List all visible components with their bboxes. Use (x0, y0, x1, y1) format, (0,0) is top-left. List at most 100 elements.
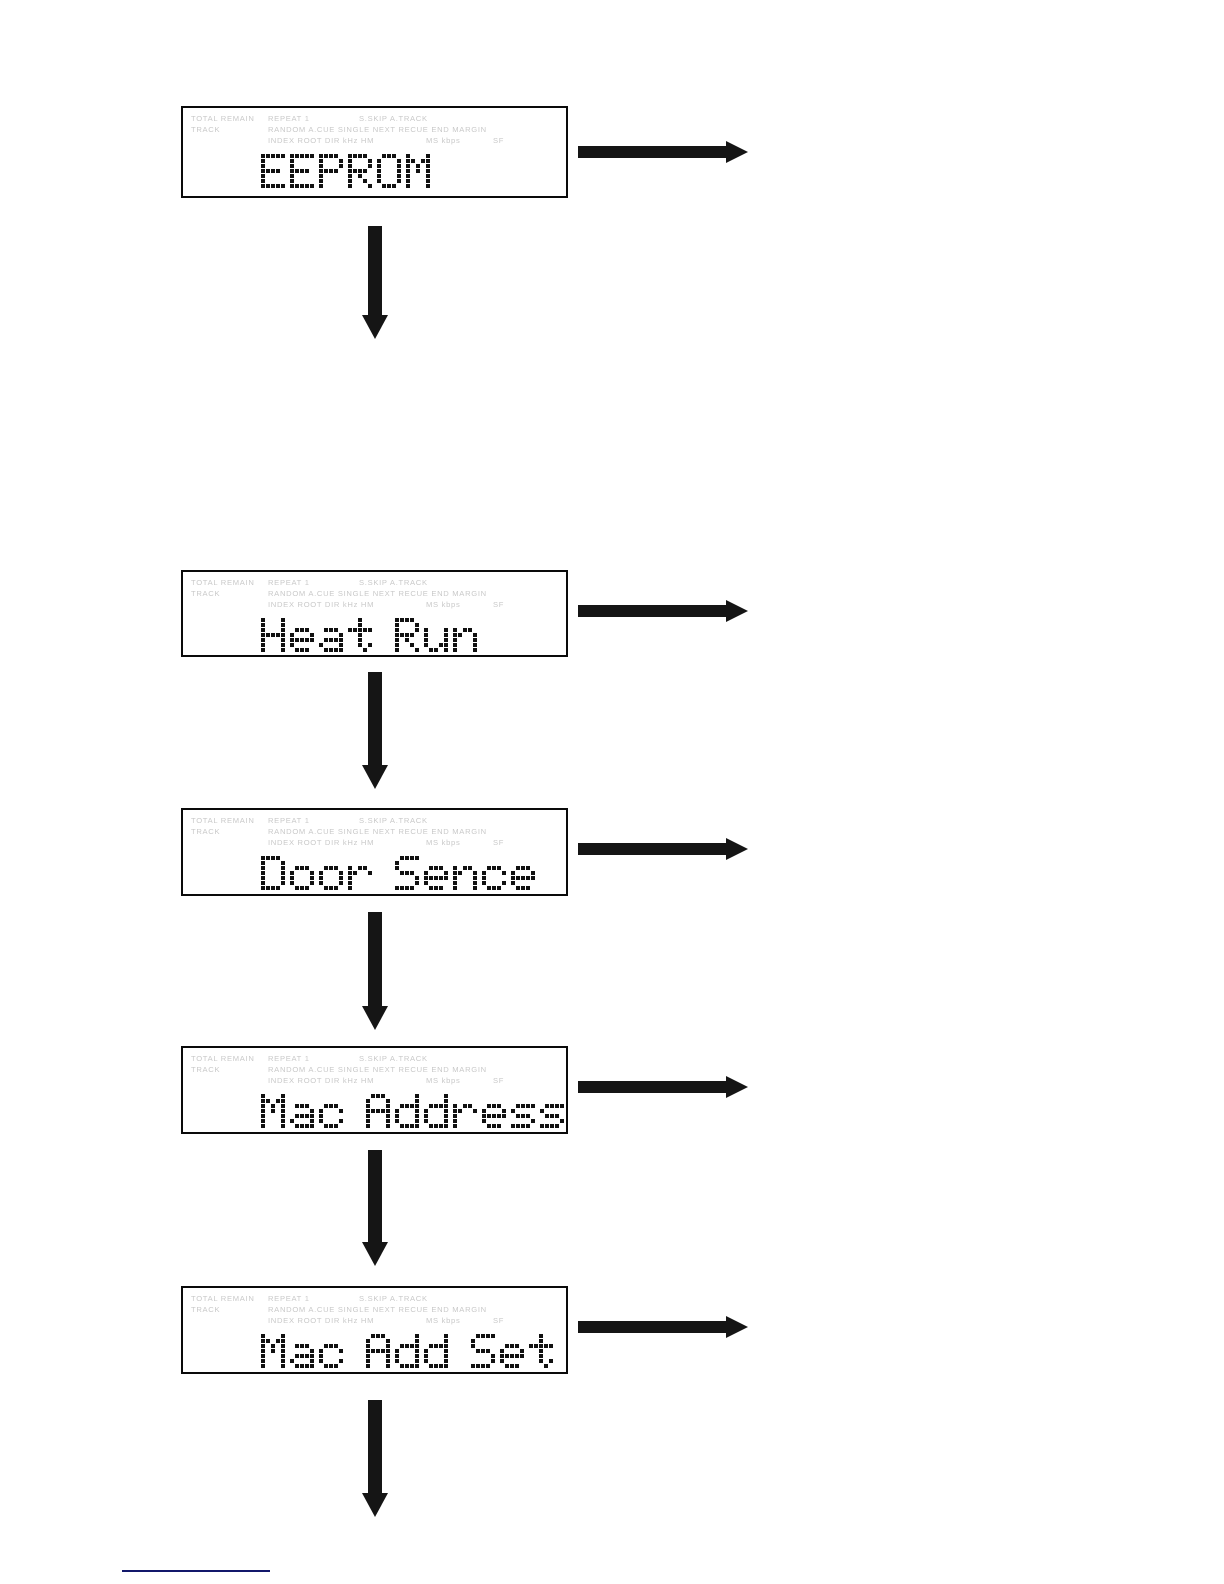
arrow-shaft (578, 1321, 728, 1333)
indicator-ms-kbps: MS kbps (426, 136, 461, 145)
dot-char (482, 1094, 506, 1128)
indicator-index-root-dir: INDEX ROOT DIR kHz HM (268, 1076, 375, 1085)
dot-char (319, 618, 343, 652)
dot-char (511, 856, 535, 890)
dot-char (348, 154, 372, 188)
indicator-total-remain: TOTAL REMAIN (191, 578, 255, 587)
arrow-head-right (726, 600, 748, 622)
dot-matrix-message (183, 1094, 566, 1138)
dot-matrix-message (183, 1334, 566, 1378)
dot-char (424, 1094, 448, 1128)
dot-char (377, 154, 401, 188)
indicator-sf: SF (493, 136, 505, 145)
dot-char (424, 618, 448, 652)
indicator-sf: SF (493, 1076, 505, 1085)
dot-matrix-message (183, 856, 566, 900)
indicator-repeat: REPEAT 1 (268, 1054, 310, 1063)
indicator-index-root-dir: INDEX ROOT DIR kHz HM (268, 600, 375, 609)
indicator-total-remain: TOTAL REMAIN (191, 1054, 255, 1063)
arrow-down-2 (362, 672, 388, 789)
dot-char (406, 154, 430, 188)
indicator-row-3: INDEX ROOT DIR kHz HM MS kbps SF (183, 1076, 566, 1087)
indicator-play-modes: RANDOM A.CUE SINGLE NEXT RECUE END MARGI… (268, 1305, 487, 1314)
arrow-shaft (578, 605, 728, 617)
indicator-repeat: REPEAT 1 (268, 1294, 310, 1303)
arrow-shaft (368, 672, 382, 767)
indicator-sf: SF (493, 600, 505, 609)
dot-matrix-text (261, 1094, 569, 1128)
dot-matrix-message (183, 618, 566, 662)
arrow-right-mac-add-set (578, 1316, 748, 1338)
arrow-down-1 (362, 226, 388, 339)
arrow-right-door-sence (578, 838, 748, 860)
arrow-shaft (578, 1081, 728, 1093)
indicator-sskip-atrack: S.SKIP A.TRACK (359, 816, 428, 825)
arrow-shaft (368, 1150, 382, 1244)
dot-char (395, 618, 419, 652)
indicator-index-root-dir: INDEX ROOT DIR kHz HM (268, 1316, 375, 1325)
indicator-track: TRACK (191, 589, 221, 598)
dot-char (395, 856, 419, 890)
indicator-ms-kbps: MS kbps (426, 1076, 461, 1085)
arrow-right-eeprom (578, 141, 748, 163)
dot-char (453, 618, 477, 652)
indicator-sskip-atrack: S.SKIP A.TRACK (359, 1294, 428, 1303)
indicator-row-1: TOTAL REMAIN REPEAT 1 S.SKIP A.TRACK (183, 816, 566, 827)
arrow-head-down (362, 765, 388, 789)
indicator-ms-kbps: MS kbps (426, 838, 461, 847)
indicator-repeat: REPEAT 1 (268, 816, 310, 825)
dot-char (529, 1334, 553, 1368)
indicator-track: TRACK (191, 125, 221, 134)
indicator-total-remain: TOTAL REMAIN (191, 816, 255, 825)
indicator-repeat: REPEAT 1 (268, 114, 310, 123)
panel-mac-add-set: TOTAL REMAIN REPEAT 1 S.SKIP A.TRACK TRACK R… (181, 1286, 568, 1374)
arrow-shaft (368, 1400, 382, 1495)
indicator-sskip-atrack: S.SKIP A.TRACK (359, 1054, 428, 1063)
dot-char (319, 856, 343, 890)
dot-char (500, 1334, 524, 1368)
dot-char (319, 1094, 343, 1128)
indicator-track: TRACK (191, 827, 221, 836)
indicator-track: TRACK (191, 1305, 221, 1314)
indicator-repeat: REPEAT 1 (268, 578, 310, 587)
indicator-row-1: TOTAL REMAIN REPEAT 1 S.SKIP A.TRACK (183, 1054, 566, 1065)
arrow-shaft (578, 146, 728, 158)
indicator-ms-kbps: MS kbps (426, 1316, 461, 1325)
dot-char (319, 1334, 343, 1368)
arrow-shaft (368, 912, 382, 1008)
dot-matrix-text (261, 154, 435, 188)
arrow-down-5 (362, 1400, 388, 1517)
arrow-head-right (726, 838, 748, 860)
dot-char (453, 1094, 477, 1128)
dot-char (290, 154, 314, 188)
dot-char (348, 618, 372, 652)
indicator-row-1: TOTAL REMAIN REPEAT 1 S.SKIP A.TRACK (183, 1294, 566, 1305)
dot-char (366, 1334, 390, 1368)
arrow-right-heat-run (578, 600, 748, 622)
indicator-play-modes: RANDOM A.CUE SINGLE NEXT RECUE END MARGI… (268, 1065, 487, 1074)
arrow-down-4 (362, 1150, 388, 1266)
dot-char (261, 154, 285, 188)
dot-char (511, 1094, 535, 1128)
indicator-sf: SF (493, 838, 505, 847)
dot-matrix-message (183, 154, 566, 198)
dot-char (261, 618, 285, 652)
arrow-head-right (726, 141, 748, 163)
indicator-total-remain: TOTAL REMAIN (191, 1294, 255, 1303)
